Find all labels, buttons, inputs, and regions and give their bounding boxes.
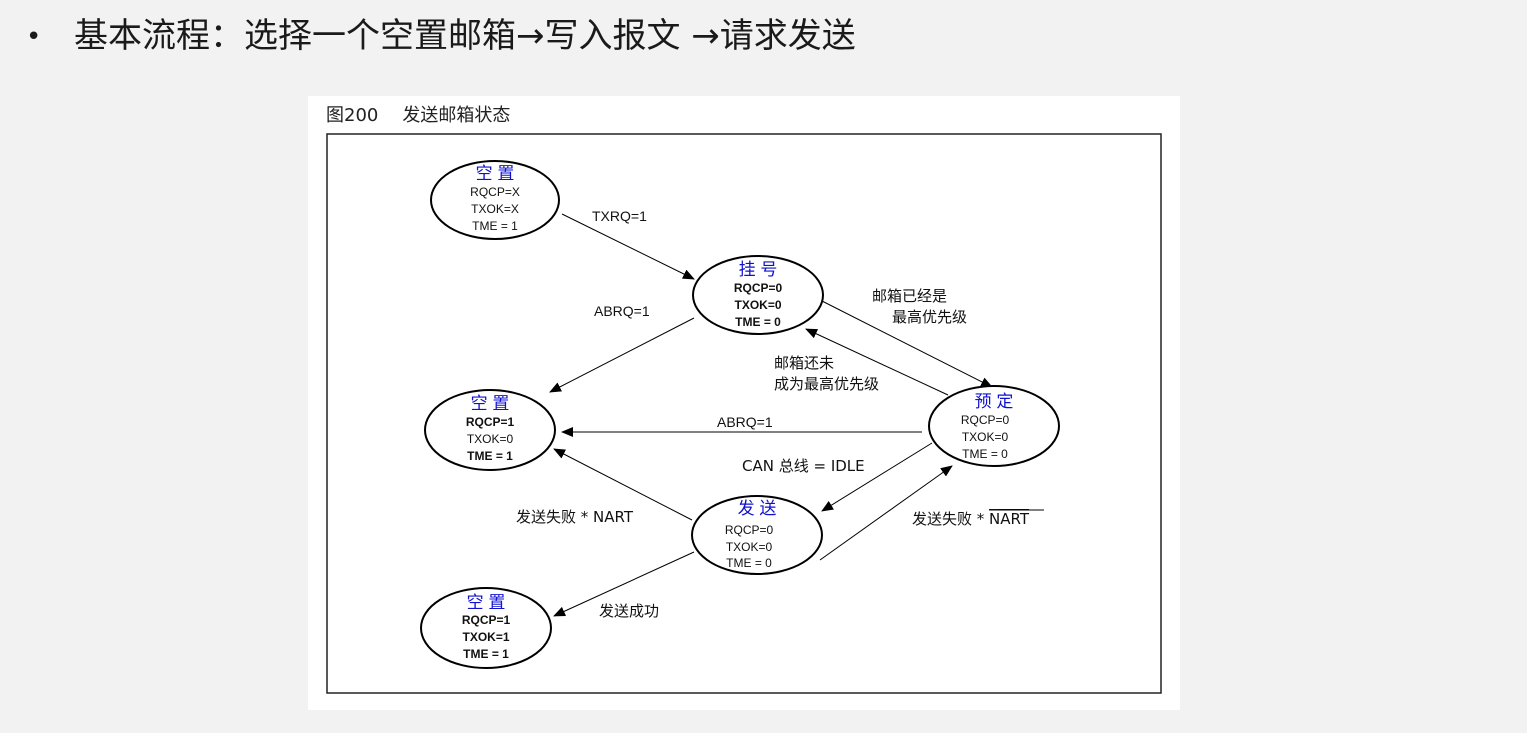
state-ellipse [692, 255, 824, 335]
state-rqcp: RQCP=0 [734, 281, 783, 295]
state-title: 空 置 [467, 593, 506, 612]
edge-highest-priority [821, 300, 993, 388]
label-txrq: TXRQ=1 [592, 208, 647, 224]
state-tme: TME = 1 [463, 647, 509, 661]
state-txok: TXOK=0 [726, 540, 773, 554]
label-fail-prefix: 发送失败 * [912, 510, 989, 528]
state-rqcp: RQCP=1 [466, 415, 515, 429]
slide-bullet: • 基本流程：选择一个空置邮箱→写入报文 →请求发送 [26, 6, 856, 67]
state-tme: TME = 1 [467, 449, 513, 463]
label-can-idle: CAN 总线 = IDLE [742, 457, 865, 475]
label-highest-line2: 最高优先级 [892, 308, 967, 326]
label-fail-not-nart: 发送失败 * NART [912, 510, 1030, 528]
edge-fail-not-nart [819, 465, 953, 561]
label-fail-nart: 发送失败 * NART [516, 508, 634, 526]
state-rqcp: RQCP=1 [462, 613, 511, 627]
state-empty-initial: 空 置 RQCP=X TXOK=X TME = 1 [430, 160, 560, 240]
state-tme: TME = 0 [726, 556, 772, 570]
state-tme: TME = 0 [962, 447, 1008, 461]
state-empty-abort: 空 置 RQCP=1 TXOK=0 TME = 1 [424, 389, 556, 471]
edge-fail-nart [553, 448, 693, 521]
state-ellipse [928, 385, 1060, 467]
diagram-frame [326, 133, 1162, 694]
state-tme: TME = 1 [472, 219, 518, 233]
state-diagram: 空 置 RQCP=X TXOK=X TME = 1 挂 号 RQCP=0 TXO… [326, 133, 1162, 694]
label-abrq-pending: ABRQ=1 [594, 303, 650, 319]
label-not-highest-line1: 邮箱还未 [774, 354, 834, 372]
edge-txrq [561, 213, 695, 280]
label-abrq-scheduled: ABRQ=1 [717, 414, 773, 430]
state-txok: TXOK=0 [962, 430, 1009, 444]
state-title: 挂 号 [739, 260, 778, 279]
label-not-highest-line2: 成为最高优先级 [774, 375, 879, 393]
label-highest-line1: 邮箱已经是 [872, 287, 947, 305]
state-title: 发 送 [738, 499, 777, 518]
state-pending: 挂 号 RQCP=0 TXOK=0 TME = 0 [692, 255, 824, 335]
state-rqcp: RQCP=X [470, 185, 520, 199]
state-scheduled: 预 定 RQCP=0 TXOK=0 TME = 0 [928, 385, 1060, 467]
state-rqcp: RQCP=0 [961, 413, 1010, 427]
figure-title: 发送邮箱状态 [402, 105, 511, 126]
bullet-text: 基本流程：选择一个空置邮箱→写入报文 →请求发送 [74, 16, 856, 56]
state-title: 空 置 [476, 164, 515, 183]
label-success: 发送成功 [599, 602, 659, 620]
state-title: 空 置 [471, 394, 510, 413]
state-empty-success: 空 置 RQCP=1 TXOK=1 TME = 1 [420, 587, 552, 669]
state-ellipse [691, 495, 823, 575]
state-ellipse [420, 587, 552, 669]
edge-can-idle [821, 442, 933, 512]
figure-panel: 图200 发送邮箱状态 空 置 RQCP=X TXOK=X TME = 1 [308, 96, 1180, 710]
state-txok: TXOK=1 [462, 630, 509, 644]
bullet-dot: • [26, 22, 42, 52]
edge-abrq-pending [549, 317, 695, 393]
state-txok: TXOK=0 [467, 432, 514, 446]
state-rqcp: RQCP=0 [725, 523, 774, 537]
state-txok: TXOK=0 [734, 298, 781, 312]
state-txok: TXOK=X [471, 202, 519, 216]
state-transmit: 发 送 RQCP=0 TXOK=0 TME = 0 [691, 495, 823, 575]
figure-number: 图200 [326, 105, 379, 126]
label-nart-overlined: NART [989, 510, 1030, 528]
state-title: 预 定 [975, 392, 1014, 411]
edge-not-highest [805, 328, 949, 396]
state-ellipse [430, 160, 560, 240]
state-tme: TME = 0 [735, 315, 781, 329]
figure-caption: 图200 发送邮箱状态 [326, 101, 510, 127]
state-ellipse [424, 389, 556, 471]
edge-success [553, 551, 695, 617]
